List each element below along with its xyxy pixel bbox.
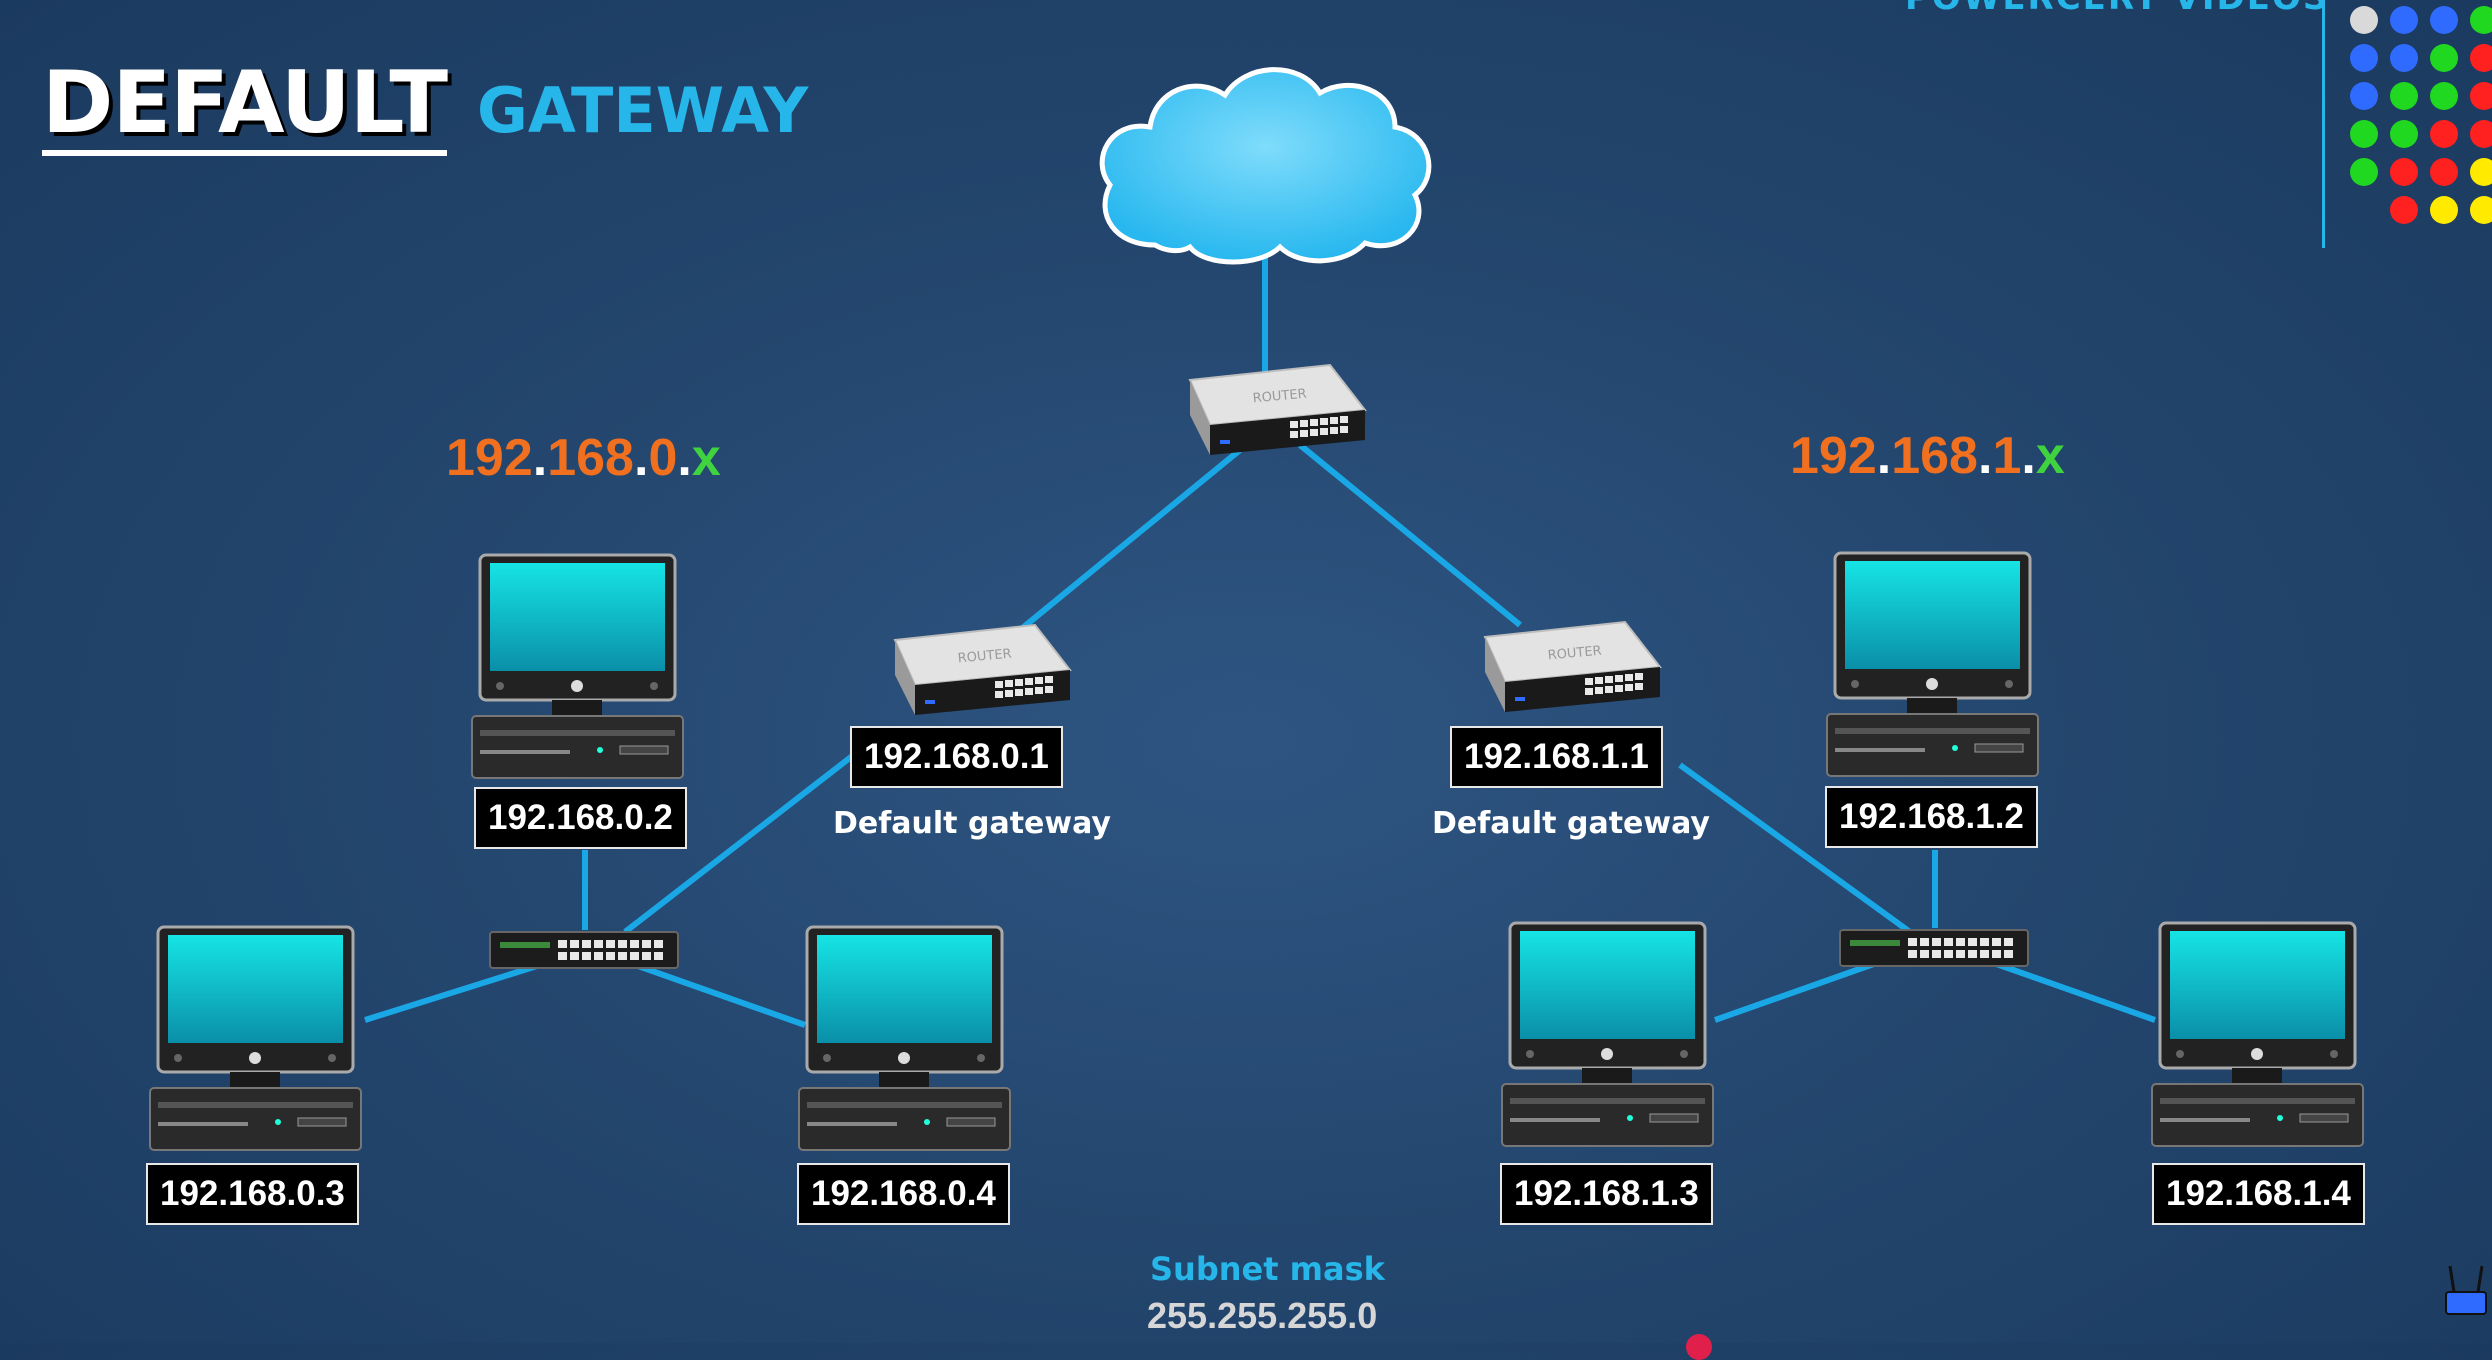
computer-icon [470,550,685,787]
brand-dot [2470,120,2492,148]
brand-dot [2430,158,2458,186]
brand-dot [2470,44,2492,72]
red-marker [1686,1334,1712,1360]
gateway-ip-left: 192.168.0.1 [850,726,1063,788]
brand-divider [2322,0,2325,248]
brand-dot [2430,82,2458,110]
page-title: DEFAULT GATEWAY [42,60,808,156]
gateway-label-right: Default gateway [1432,806,1710,841]
brand-dot [2350,82,2378,110]
wire-left-gateway-switch [623,747,862,935]
brand-logo-text: POWERCERT VIDEOS [1905,0,2329,18]
computer-icon [148,922,363,1159]
subnet-mask-value: 255.255.255.0 [1147,1295,1378,1336]
brand-dot [2350,44,2378,72]
title-main: DEFAULT [42,60,448,156]
brand-dot [2430,6,2458,34]
host-ip: 192.168.0.3 [146,1163,359,1225]
cloud-icon [1099,67,1432,265]
brand-dot [2390,158,2418,186]
switch-icon [489,931,679,969]
gateway-label-left: Default gateway [833,806,1111,841]
brand-dot [2390,196,2418,224]
wire-right-switch-pc4 [1984,957,2156,1023]
wire-router-right-gateway [1298,442,1522,628]
brand-dot [2390,120,2418,148]
router-icon: ROUTER [1188,363,1367,455]
router-label: ROUTER [1547,644,1602,664]
computer-icon [1825,548,2040,785]
host-ip: 192.168.1.2 [1825,786,2038,848]
computer-icon [797,922,1012,1159]
brand-dot [2430,120,2458,148]
wire-router-left-gateway [1018,447,1242,633]
computer-icon [1500,918,1715,1155]
router-icon: ROUTER [1483,620,1662,712]
router-icon: ROUTER [893,623,1072,715]
brand-dot [2350,120,2378,148]
wire-left-switch-pc4 [634,962,806,1028]
brand-dot [2470,158,2492,186]
brand-dot [2470,82,2492,110]
host-ip: 192.168.0.4 [797,1163,1010,1225]
router-label: ROUTER [1252,387,1307,407]
network-label-right: 192.168.1.x [1790,427,2065,485]
title-sub: GATEWAY [477,74,809,147]
brand-dot [2470,6,2492,34]
gateway-ip-right: 192.168.1.1 [1450,726,1663,788]
subnet-mask-label: Subnet mask [1150,1250,1385,1288]
wire-right-switch-pc3 [1714,957,1886,1023]
usb-device-icon [2445,1265,2487,1315]
wire-left-switch-pc3 [364,962,541,1023]
host-ip: 192.168.1.3 [1500,1163,1713,1225]
host-ip: 192.168.1.4 [2152,1163,2365,1225]
brand-dot [2350,158,2378,186]
brand-dot [2430,44,2458,72]
network-label-left: 192.168.0.x [446,429,721,487]
brand-dot [2430,196,2458,224]
wire-right-gateway-switch [1678,762,1912,935]
brand-dot [2390,44,2418,72]
switch-icon [1839,929,2029,967]
router-label: ROUTER [957,647,1012,667]
brand-dot [2470,196,2492,224]
brand-dot [2390,6,2418,34]
brand-dot [2350,6,2378,34]
computer-icon [2150,918,2365,1155]
host-ip: 192.168.0.2 [474,787,687,849]
brand-dot [2390,82,2418,110]
